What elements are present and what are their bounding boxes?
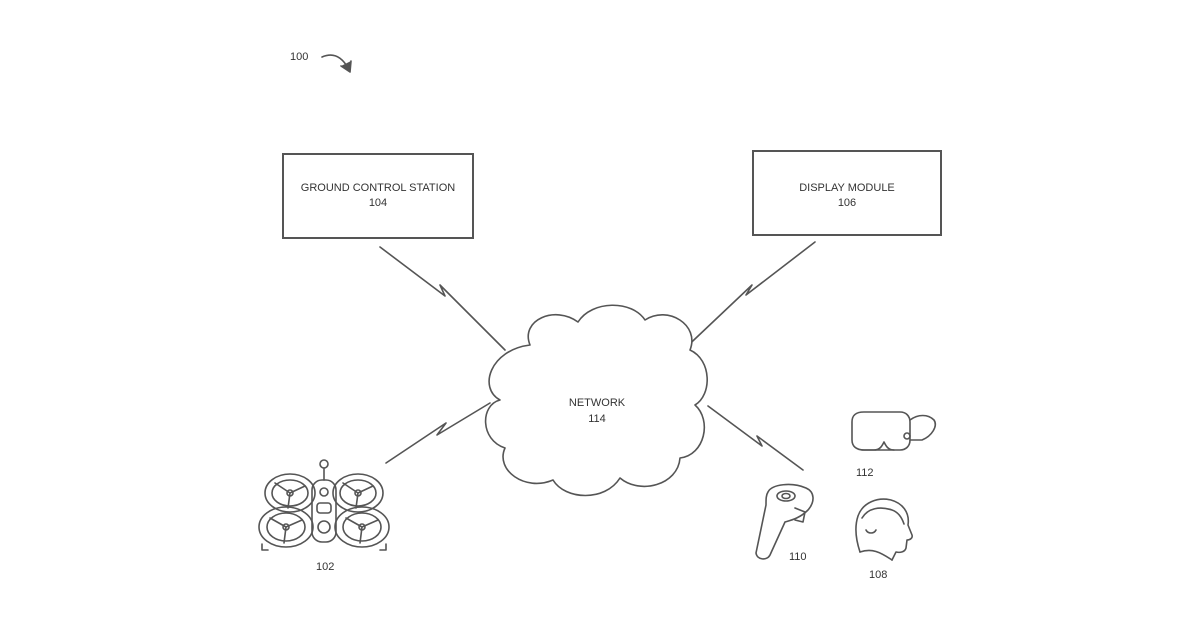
link-network-to-devices: [708, 406, 803, 470]
drone-ref: 102: [316, 560, 334, 574]
ground-control-station-ref: 104: [284, 196, 472, 211]
drone-icon: [259, 460, 389, 550]
network-title: NETWORK: [557, 396, 637, 410]
link-drone-to-network: [386, 403, 490, 463]
figure-number: 100: [290, 50, 308, 64]
user-icon: [856, 499, 912, 560]
vr-headset-icon: [852, 412, 935, 450]
controller-ref: 110: [789, 550, 807, 564]
link-ground-to-network: [380, 247, 505, 350]
user-ref: 108: [869, 568, 887, 582]
controller-icon: [756, 485, 813, 559]
link-display-to-network: [678, 242, 815, 355]
display-module-title: DISPLAY MODULE: [754, 181, 940, 196]
network-ref: 114: [557, 412, 637, 426]
ground-control-station-box: GROUND CONTROL STATION 104: [282, 153, 474, 239]
headset-ref: 112: [856, 466, 874, 480]
ground-control-station-title: GROUND CONTROL STATION: [284, 181, 472, 196]
figure-ref-arrowhead: [341, 61, 351, 72]
display-module-ref: 106: [754, 196, 940, 211]
display-module-box: DISPLAY MODULE 106: [752, 150, 942, 236]
